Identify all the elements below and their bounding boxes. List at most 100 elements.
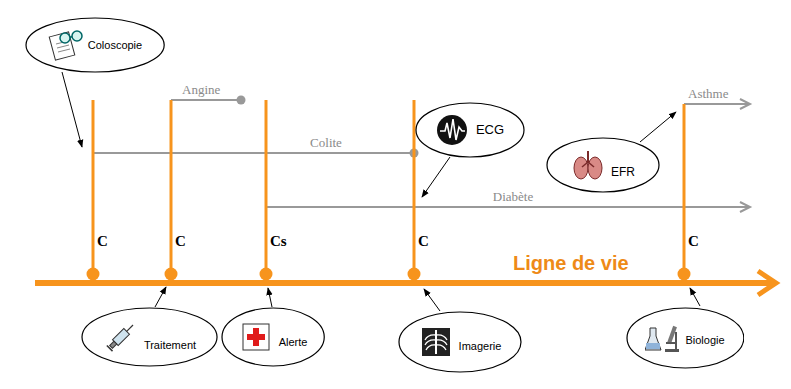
leader-arrow	[640, 112, 676, 142]
ellipse-shape	[416, 103, 524, 157]
event-dot	[165, 268, 178, 281]
callout-content: Traitement	[81, 307, 218, 367]
icon-part	[110, 341, 117, 348]
icon-part	[588, 157, 602, 179]
icon-part	[645, 328, 661, 350]
callout-ellipse: EFR	[546, 137, 660, 193]
callout-icon	[239, 321, 275, 353]
callout-icon	[645, 322, 681, 354]
ellipse-outline	[221, 307, 325, 367]
ellipse-shape	[547, 138, 659, 192]
event-line	[92, 100, 95, 274]
callout-text: Biologie	[685, 334, 724, 347]
callout-content: Biologie	[626, 307, 745, 369]
callout-icon	[48, 29, 84, 61]
consultation-label: C	[97, 233, 108, 250]
condition-arrowhead	[740, 99, 750, 109]
event-line	[265, 100, 268, 274]
event-dot	[87, 268, 100, 281]
leader-arrow	[690, 288, 700, 306]
ellipse-outline	[626, 307, 745, 369]
condition-line	[93, 152, 414, 154]
callout-icon	[436, 114, 472, 146]
callout-ellipse: Traitement	[81, 307, 218, 367]
condition-label: Asthme	[688, 87, 728, 101]
callout-text: Coloscopie	[88, 39, 142, 52]
callout-icon	[419, 326, 455, 358]
callout-ellipse: Coloscopie	[25, 17, 165, 73]
event-line	[170, 100, 173, 274]
icon-part	[582, 162, 588, 167]
icon-part	[60, 33, 70, 43]
ellipse-shape	[82, 308, 217, 366]
callout-content: Coloscopie	[25, 17, 165, 73]
ellipse-shape	[222, 308, 324, 366]
icon-part	[437, 115, 467, 145]
consultation-label: Cs	[270, 233, 287, 250]
consultation-label: C	[175, 233, 186, 250]
icon-part	[72, 31, 82, 41]
condition-end-dot	[237, 96, 246, 105]
callout-text: Imagerie	[459, 340, 502, 353]
icon-part	[440, 119, 465, 140]
icon-part	[574, 157, 588, 179]
callout-icon	[104, 321, 140, 353]
leader-arrow	[422, 157, 450, 197]
icon-part	[57, 45, 69, 48]
icon-part	[247, 334, 265, 340]
ellipse-outline	[81, 307, 218, 367]
icon-part	[58, 49, 70, 52]
icon-part	[243, 324, 269, 350]
icon-part	[675, 332, 677, 350]
icon-part	[435, 330, 437, 354]
event-dot	[678, 268, 691, 281]
callout-ellipse: Biologie	[626, 307, 745, 369]
icon-part	[107, 322, 136, 351]
icon-part	[127, 325, 133, 331]
condition-label: Colite	[310, 136, 342, 150]
icon-part	[587, 151, 589, 162]
event-dot	[260, 268, 273, 281]
callout-content: Alerte	[221, 307, 325, 367]
event-line	[413, 100, 416, 274]
condition-line	[684, 103, 750, 105]
leader-arrow	[62, 72, 82, 147]
axis-arrowhead	[758, 271, 776, 295]
icon-part	[422, 328, 450, 356]
condition-line	[266, 206, 750, 208]
consultation-label: C	[418, 233, 429, 250]
callout-text: Alerte	[279, 336, 308, 349]
callout-text: EFR	[611, 166, 635, 180]
callout-icon	[571, 149, 607, 181]
callout-ellipse: Alerte	[221, 307, 325, 367]
ellipse-outline	[415, 102, 525, 158]
icon-part	[646, 343, 660, 349]
life-axis	[35, 280, 772, 286]
ellipse-outline	[546, 137, 660, 193]
icon-part	[49, 32, 75, 60]
leader-arrow	[424, 289, 440, 311]
icon-part	[588, 162, 594, 167]
callout-content: Imagerie	[398, 311, 522, 373]
icon-part	[107, 345, 113, 351]
ellipse-shape	[627, 308, 744, 368]
condition-arrowhead	[740, 202, 750, 212]
event-line	[683, 104, 686, 274]
leader-arrow	[155, 287, 166, 307]
event-dot	[408, 268, 421, 281]
condition-label: Angine	[182, 83, 220, 97]
ellipse-shape	[26, 18, 164, 72]
axis-title: Ligne de vie	[513, 252, 629, 274]
ellipse-shape	[399, 312, 521, 372]
callout-ellipse: ECG	[415, 102, 525, 158]
icon-part	[425, 335, 447, 350]
callout-content: ECG	[415, 102, 525, 158]
callout-text: ECG	[476, 123, 504, 138]
callout-text: Traitement	[144, 339, 196, 352]
condition-line	[171, 99, 241, 101]
icon-part	[70, 37, 72, 38]
callout-content: EFR	[546, 137, 660, 193]
condition-label: Diabète	[493, 190, 533, 204]
consultation-label: C	[688, 233, 699, 250]
